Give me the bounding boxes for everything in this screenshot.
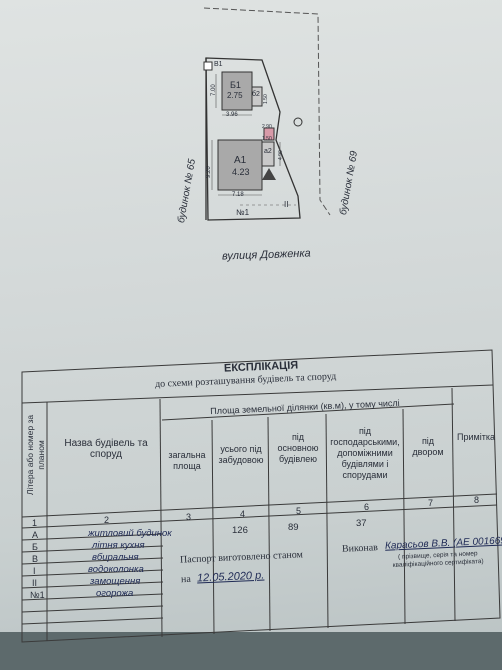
col-aux: під господарськими, допоміжними будівлям… <box>330 426 400 480</box>
row-code: №1 <box>30 590 45 600</box>
site-boundary-top <box>203 7 331 216</box>
col-num-4: 4 <box>240 509 246 519</box>
explication-table <box>21 349 501 643</box>
date-prefix: на <box>180 573 192 586</box>
dim-b-width: 3.96 <box>226 112 238 118</box>
col-litera: Літера або номер за планом <box>25 414 46 496</box>
row-name: замощення <box>90 576 141 587</box>
col-total: загальна площа <box>168 450 206 471</box>
dim-a-width: 7.18 <box>232 192 244 198</box>
building-b-area: 2.75 <box>227 91 243 100</box>
col-num-7: 7 <box>428 498 434 508</box>
col-yard: під двором <box>412 436 444 457</box>
building-a-label: А1 <box>234 155 247 166</box>
building-b-label: Б1 <box>230 80 241 90</box>
row-code: В <box>32 554 39 564</box>
col-note: Примітка <box>457 432 495 442</box>
dim-b-height: 7.00 <box>211 84 217 96</box>
row-name: вбиральня <box>92 552 139 563</box>
col-num-2: 2 <box>104 515 110 525</box>
row-value-main: 89 <box>288 522 299 533</box>
row-code: ІІ <box>32 578 38 588</box>
well-marker <box>203 61 213 71</box>
col-num-6: 6 <box>364 502 370 512</box>
col-main: під основною будівлею <box>277 432 319 464</box>
porch-a-top <box>263 127 275 141</box>
dim-a-height: 9.20 <box>206 166 212 178</box>
col-name: Назва будівель та споруд <box>64 438 148 460</box>
performed-label: Виконав <box>341 542 379 555</box>
gate-icon <box>293 117 303 127</box>
entrance-arrow-icon <box>262 168 276 180</box>
page-shadow <box>0 632 502 670</box>
building-a-porch-label: а2 <box>264 148 272 155</box>
row-name: літня кухня <box>92 540 145 551</box>
plot-boundary <box>205 57 301 221</box>
col-num-3: 3 <box>186 512 192 522</box>
col-num-1: 1 <box>32 518 38 528</box>
row-name: огорожа <box>96 588 134 599</box>
row-name: житловий будинок <box>88 528 172 539</box>
row-code: Б <box>32 542 38 552</box>
row-value-built: 126 <box>232 525 248 536</box>
row-name: водоколонка <box>88 564 144 575</box>
porch-a <box>261 141 275 167</box>
row-code: А <box>32 530 39 540</box>
col-num-8: 8 <box>474 495 480 505</box>
col-num-5: 5 <box>296 506 302 516</box>
fence-label: №1 <box>236 208 250 217</box>
building-a-area: 4.23 <box>232 167 250 177</box>
col-built: усього під забудовою <box>218 444 264 465</box>
well-label: В1 <box>214 61 223 68</box>
building-b-porch-label: б2 <box>252 91 260 98</box>
row-value-aux: 37 <box>356 518 367 529</box>
porch-b <box>251 86 263 107</box>
outbuilding-label: II <box>284 200 289 209</box>
dim-a-porch-h: 4.90 <box>278 150 284 160</box>
dim-b-porch: 1.50 <box>263 94 269 104</box>
dim-a-porch-w: 1.50 <box>262 136 272 142</box>
dim-a-porch-top: 2.90 <box>262 124 272 130</box>
row-code: І <box>33 566 36 576</box>
